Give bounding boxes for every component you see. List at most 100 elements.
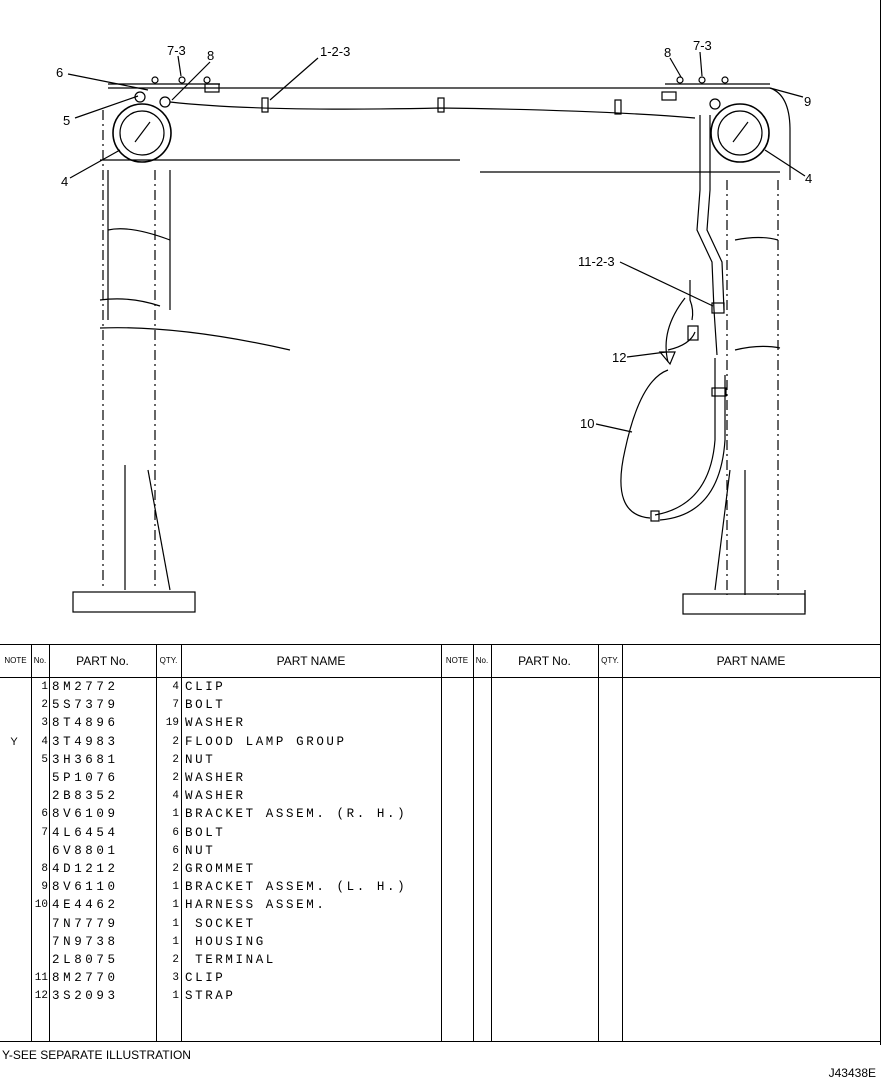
- row-part-no: 7N9738: [52, 934, 119, 949]
- callout-label: 4: [805, 171, 812, 186]
- callout-label: 1-2-3: [320, 44, 350, 59]
- row-qty: 2: [172, 753, 179, 766]
- row-item-no: 3: [41, 717, 48, 730]
- row-qty: 7: [172, 699, 179, 712]
- header-part-name: PART NAME: [276, 654, 346, 668]
- column-divider: [491, 645, 492, 1041]
- row-part-no: 4L6454: [52, 825, 119, 840]
- row-part-name: BRACKET ASSEM. (L. H.): [185, 880, 408, 895]
- callout-label: 11-2-3: [578, 254, 615, 269]
- callout-label: 7-3: [167, 43, 186, 58]
- header-qty: QTY.: [159, 656, 178, 665]
- row-part-name: CLIP: [185, 971, 226, 986]
- row-part-no: 8V6110: [52, 880, 119, 895]
- header-note-2: NOTE: [445, 656, 469, 665]
- header-no-2: No.: [475, 656, 489, 665]
- column-divider: [598, 645, 599, 1041]
- row-qty: 2: [172, 772, 179, 784]
- row-qty: 4: [172, 790, 179, 803]
- callout-label: 4: [61, 174, 68, 189]
- row-part-name: CLIP: [185, 680, 226, 694]
- row-qty: 2: [172, 735, 179, 748]
- row-part-no: 6V8801: [52, 843, 119, 858]
- row-qty: 4: [172, 681, 179, 693]
- row-part-no: 8T4896: [52, 716, 119, 731]
- row-part-name: WASHER: [185, 716, 246, 731]
- row-part-name: SOCKET: [185, 916, 256, 931]
- column-divider: [473, 645, 474, 1041]
- callout-label: 8: [664, 45, 671, 60]
- row-part-no: 5P1076: [52, 771, 119, 785]
- callout-label: 8: [207, 48, 214, 63]
- row-qty: 6: [172, 844, 179, 857]
- row-item-no: 9: [41, 881, 48, 894]
- row-item-no: 6: [41, 808, 48, 821]
- row-part-name: HOUSING: [185, 934, 266, 949]
- header-part-no: PART No.: [76, 654, 129, 668]
- row-qty: 1: [172, 917, 179, 930]
- row-qty: 2: [172, 863, 179, 875]
- row-part-no: 4E4462: [52, 898, 119, 913]
- row-part-name: BOLT: [185, 698, 226, 713]
- drawing-svg: 1-2-3 7-3 8 6 5 4 8 7-3 9 4 11-2-3 12 10: [56, 38, 812, 615]
- header-rule: [0, 677, 880, 678]
- header-note: NOTE: [4, 656, 27, 665]
- header-part-no-2: PART No.: [518, 654, 571, 668]
- row-qty: 1: [172, 935, 179, 948]
- row-item-no: 7: [41, 826, 48, 839]
- column-divider: [181, 645, 182, 1041]
- page-border: [880, 0, 881, 1045]
- row-part-no: 8V6109: [52, 807, 119, 822]
- parts-table: NOTE No. PART No. QTY. PART NAME NOTE No…: [0, 644, 880, 1042]
- callout-label: 12: [612, 350, 626, 365]
- row-part-name: NUT: [185, 752, 216, 767]
- row-qty: 1: [172, 808, 179, 821]
- row-part-no: 3T4983: [52, 734, 119, 749]
- row-qty: 1: [172, 899, 179, 912]
- row-part-no: 3H3681: [52, 752, 119, 767]
- row-item-no: 8: [41, 863, 48, 875]
- header-no: No.: [33, 656, 47, 665]
- row-item-no: 1: [41, 681, 48, 693]
- header-part-name-2: PART NAME: [716, 654, 786, 668]
- row-part-name: HARNESS ASSEM.: [185, 898, 327, 913]
- column-divider: [31, 645, 32, 1041]
- row-item-no: 12: [34, 990, 48, 1003]
- row-part-name: GROMMET: [185, 862, 256, 876]
- row-qty: 19: [165, 717, 179, 730]
- row-note: Y: [10, 735, 18, 748]
- row-part-no: 2L8075: [52, 953, 119, 967]
- row-qty: 6: [172, 826, 179, 839]
- row-item-no: 2: [41, 699, 48, 712]
- row-part-name: WASHER: [185, 771, 246, 785]
- row-item-no: 11: [34, 972, 48, 985]
- row-part-name: FLOOD LAMP GROUP: [185, 734, 347, 749]
- row-part-no: 8M2772: [52, 680, 119, 694]
- column-divider: [156, 645, 157, 1041]
- drawing-id: J43438E: [828, 1066, 876, 1080]
- row-part-no: 3S2093: [52, 989, 119, 1004]
- footnote: Y-SEE SEPARATE ILLUSTRATION: [2, 1048, 191, 1062]
- column-divider: [441, 645, 442, 1041]
- callout-label: 5: [63, 113, 70, 128]
- row-part-name: STRAP: [185, 989, 236, 1004]
- callout-label: 10: [580, 416, 594, 431]
- column-divider: [49, 645, 50, 1041]
- column-divider: [622, 645, 623, 1041]
- row-part-name: BRACKET ASSEM. (R. H.): [185, 807, 408, 822]
- row-item-no: 4: [41, 735, 48, 748]
- row-part-no: 2B8352: [52, 789, 119, 804]
- callout-label: 6: [56, 65, 63, 80]
- row-part-name: TERMINAL: [185, 953, 276, 967]
- row-item-no: 5: [41, 753, 48, 766]
- row-part-name: NUT: [185, 843, 216, 858]
- header-qty-2: QTY.: [601, 656, 619, 665]
- row-qty: 3: [172, 972, 179, 985]
- row-qty: 2: [172, 954, 179, 966]
- row-part-no: 5S7379: [52, 698, 119, 713]
- row-part-name: WASHER: [185, 789, 246, 804]
- exploded-drawing: 1-2-3 7-3 8 6 5 4 8 7-3 9 4 11-2-3 12 10: [56, 38, 812, 615]
- row-qty: 1: [172, 881, 179, 894]
- callout-label: 9: [804, 94, 811, 109]
- row-part-no: 4D1212: [52, 862, 119, 876]
